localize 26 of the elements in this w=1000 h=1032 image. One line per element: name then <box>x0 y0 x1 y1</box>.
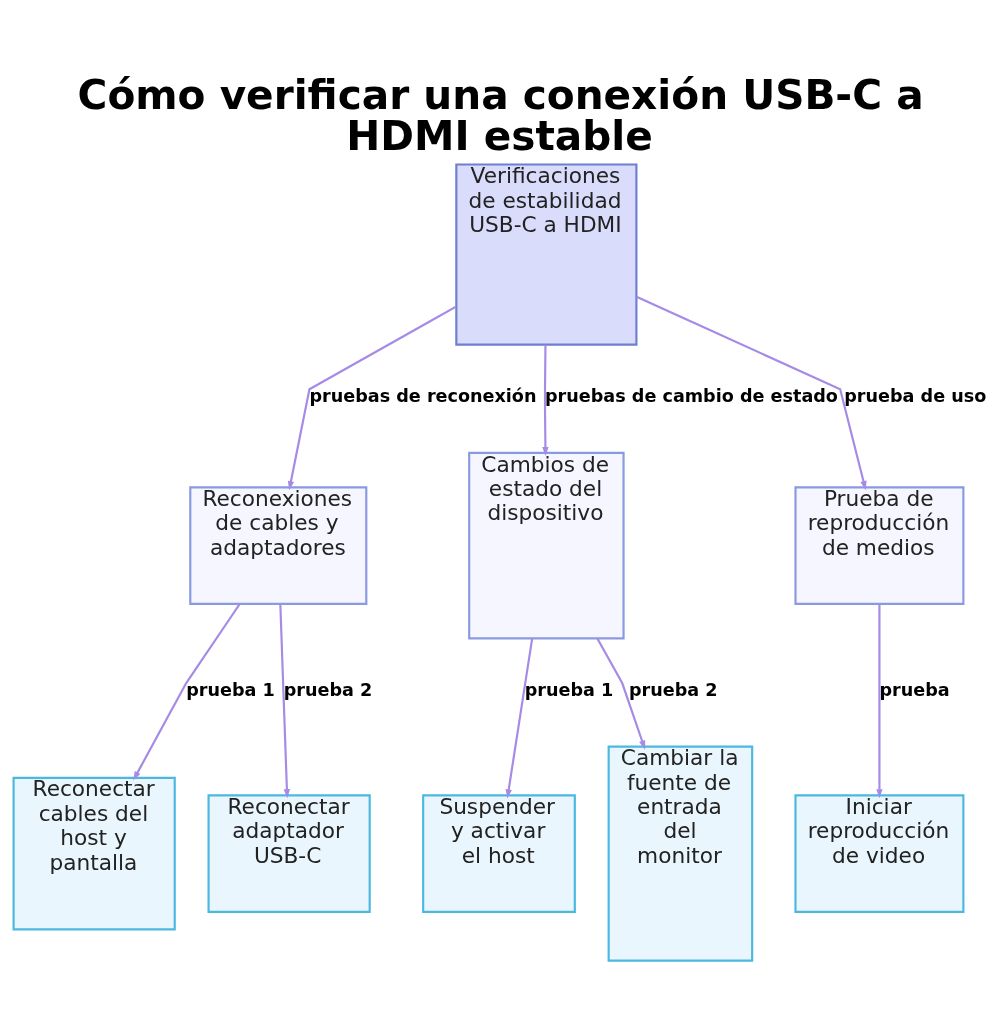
node-box: Suspender y activar el host <box>422 793 576 913</box>
node-box: Iniciar reproducción de video <box>794 793 965 913</box>
node-box: Reconectar cables del host y pantalla <box>12 776 176 931</box>
node-box: Reconectar adaptador USB-C <box>207 793 371 913</box>
node-box: Cambios de estado del dispositivo <box>468 451 625 639</box>
node-box: Verificaciones de estabilidad USB-C a HDMI <box>455 162 638 346</box>
node-box: Reconexiones de cables y adaptadores <box>189 485 368 605</box>
edge-label: prueba 1 <box>186 679 275 700</box>
arrow <box>542 344 549 456</box>
arrow <box>596 637 646 750</box>
arrow <box>876 603 883 798</box>
edge-label: prueba 1 <box>524 679 614 700</box>
diagram-title: Cómo verificar una conexión USB-C a HDMI estable <box>77 70 924 160</box>
arrow <box>505 637 534 799</box>
edge-label: prueba 2 <box>628 679 718 700</box>
arrow <box>636 295 867 490</box>
arrow <box>287 305 457 490</box>
edge-label: pruebas de reconexión <box>309 385 537 406</box>
edge-label: prueba 2 <box>283 679 373 700</box>
edge-label: pruebas de cambio de estado <box>545 385 838 406</box>
arrow <box>133 602 241 780</box>
node-box: Prueba de reproducción de medios <box>794 485 965 605</box>
edge-label: prueba <box>879 679 950 700</box>
node-box: Cambiar la fuente de entrada del monitor <box>607 745 754 962</box>
arrow <box>279 603 291 798</box>
edge-label: prueba de uso <box>844 385 987 406</box>
